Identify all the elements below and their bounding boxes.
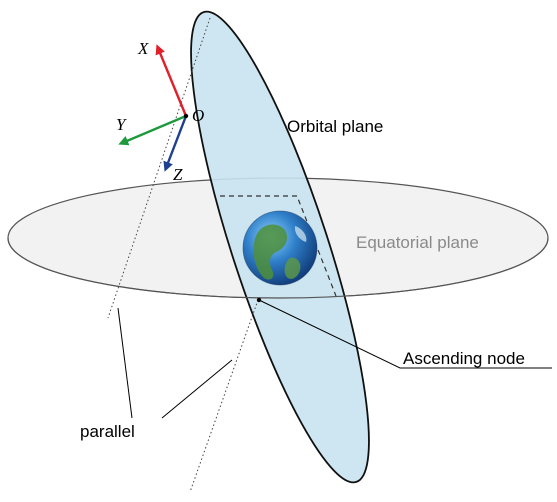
parallel-line-left [107,17,211,319]
orbital-plane-hidden-edge [220,195,337,297]
ascending-node-leader [258,299,552,369]
x-axis-label: X [137,39,149,58]
z-axis-arrow [163,115,188,172]
orbital-plane-label: Orbital plane [287,117,383,136]
parallel-leader-left [117,307,133,419]
z-axis-label: Z [173,165,183,184]
origin-label: O [192,106,204,125]
y-axis-label: Y [116,115,127,134]
parallel-leader-right [161,359,233,419]
equatorial-plane-label: Equatorial plane [356,233,479,252]
equatorial-plane-front-edge [7,237,549,299]
origin-point [183,113,189,119]
ascending-node-label: Ascending node [403,349,525,368]
y-axis-arrow [118,114,187,146]
parallel-line-right [189,299,259,493]
earth-globe-icon [242,210,318,286]
coordinate-axes [118,44,189,172]
x-axis-arrow [155,44,188,117]
parallel-label: parallel [80,422,135,441]
